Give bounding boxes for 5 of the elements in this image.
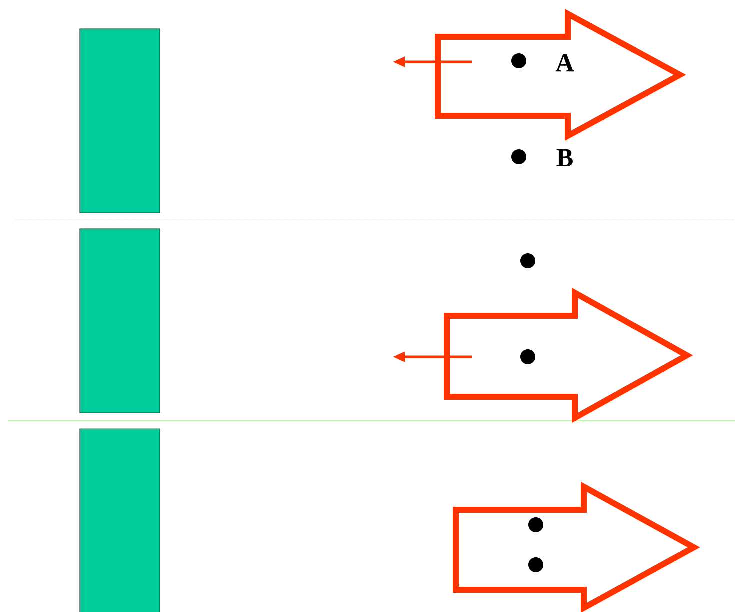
point-label: A: [556, 54, 574, 72]
plate: [80, 428, 160, 612]
plate: [80, 28, 160, 214]
point-label: B: [556, 149, 573, 167]
plate: [80, 228, 160, 414]
